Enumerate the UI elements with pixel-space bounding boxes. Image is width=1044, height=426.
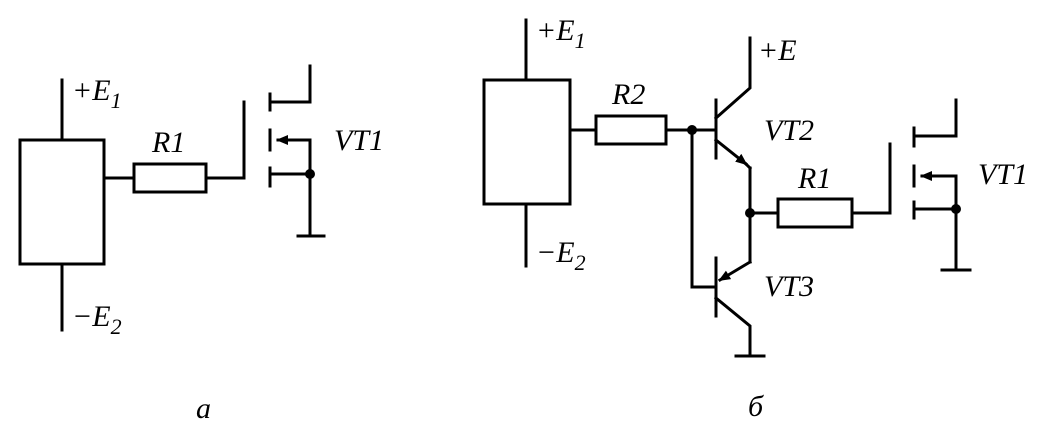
circuit-b: +E1 −E2 +E R2 VT2 R1 VT1 VT3 б	[482, 14, 1028, 423]
resistor-r2-b	[594, 114, 668, 146]
vt3-emitter-arrow	[717, 259, 753, 283]
supply-pos-label-a: +E1	[72, 74, 122, 113]
caption-a: a	[196, 392, 211, 425]
vt1-drain-b	[912, 98, 958, 138]
junction-dot-vt1-b	[951, 204, 961, 214]
wire-r1-gate-a	[204, 100, 246, 180]
supply-e-label-b: +E	[758, 34, 797, 67]
resistor-r1-label-b: R1	[797, 162, 831, 195]
wire-r1-gate-b	[850, 142, 892, 215]
supply-pos-label-b: +E1	[536, 14, 586, 53]
transistor-vt3-label-b: VT3	[764, 270, 814, 303]
vt3-collector	[713, 295, 752, 358]
circuit-a: +E1 −E2 R1 VT1 a	[18, 64, 384, 425]
transistor-vt1-label-b: VT1	[978, 158, 1028, 191]
junction-dot-vt1-a	[305, 169, 315, 179]
caption-b: б	[748, 390, 764, 423]
supply-neg-label-a: −E2	[72, 300, 122, 339]
wire-base-vt3-b	[690, 128, 718, 289]
resistor-r1-b	[776, 197, 854, 229]
resistor-r1-label-a: R1	[151, 126, 185, 159]
transistor-vt1-label-a: VT1	[334, 124, 384, 157]
resistor-r2-label-b: R2	[611, 78, 645, 111]
transistor-vt2-label-b: VT2	[764, 114, 814, 147]
vt1-drain-a	[268, 64, 312, 104]
resistor-r1-a	[132, 162, 208, 194]
vt2-emitter-arrow	[713, 137, 749, 167]
driver-block-a	[18, 138, 106, 266]
driver-block-b	[482, 78, 572, 206]
vt2-collector	[713, 36, 752, 121]
supply-neg-label-b: −E2	[536, 236, 586, 275]
